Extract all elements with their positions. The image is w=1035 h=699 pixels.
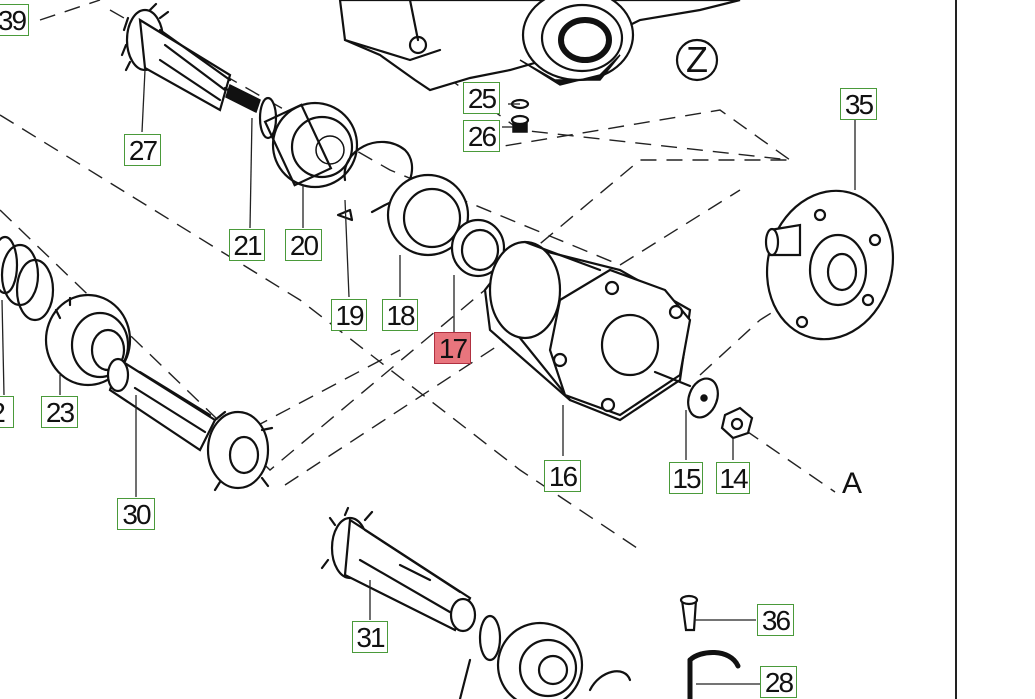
callout-16[interactable]: 16	[544, 460, 581, 492]
bearing-housing-16-icon	[483, 240, 692, 422]
callout-30[interactable]: 30	[117, 498, 155, 530]
section-letter: Z	[686, 39, 708, 80]
drive-flange-35-icon	[764, 189, 895, 341]
spring-2-icon	[0, 235, 55, 322]
shim-ring-17-icon	[450, 218, 506, 278]
callout-23[interactable]: 23	[41, 396, 78, 428]
snap-ring-icon	[478, 614, 502, 662]
callout-39[interactable]: 39	[0, 4, 29, 36]
callout-14[interactable]: 14	[716, 462, 750, 494]
frame-border	[955, 0, 957, 699]
callout-28[interactable]: 28	[760, 666, 797, 698]
pinion-shaft-27-icon	[120, 2, 261, 114]
callout-27[interactable]: 27	[124, 134, 161, 166]
axis-letter: A	[842, 467, 862, 500]
screw-26-icon	[510, 114, 530, 133]
callout-19[interactable]: 19	[331, 299, 367, 331]
callout-20[interactable]: 20	[285, 229, 322, 261]
washer-15-icon	[687, 377, 719, 419]
callout-36[interactable]: 36	[757, 604, 794, 636]
shift-fork-28-icon	[687, 650, 741, 699]
callout-18[interactable]: 18	[382, 299, 418, 331]
callout-2[interactable]: 2	[0, 396, 14, 428]
callout-25[interactable]: 25	[463, 82, 500, 114]
nut-14-icon	[720, 406, 754, 440]
ball-bearing-20-icon	[263, 101, 359, 189]
callout-17-selected[interactable]: 17	[434, 332, 471, 364]
section-circle	[675, 38, 719, 82]
pin-36-icon	[679, 594, 699, 632]
callout-21[interactable]: 21	[229, 229, 265, 261]
gearbox-housing	[338, 0, 741, 92]
synchro-ring-23-icon	[44, 293, 132, 394]
snap-ring-21-icon	[258, 96, 278, 140]
callout-31[interactable]: 31	[352, 621, 388, 653]
bearing-lower-icon	[458, 621, 632, 699]
shaft-31-icon	[320, 506, 477, 633]
leader-lines	[1, 69, 856, 685]
callout-35[interactable]: 35	[840, 88, 877, 120]
callout-26[interactable]: 26	[463, 120, 500, 152]
bevel-shaft-30-icon	[106, 357, 274, 492]
callout-15[interactable]: 15	[669, 462, 703, 494]
spacer-ring-18-icon	[386, 173, 470, 257]
